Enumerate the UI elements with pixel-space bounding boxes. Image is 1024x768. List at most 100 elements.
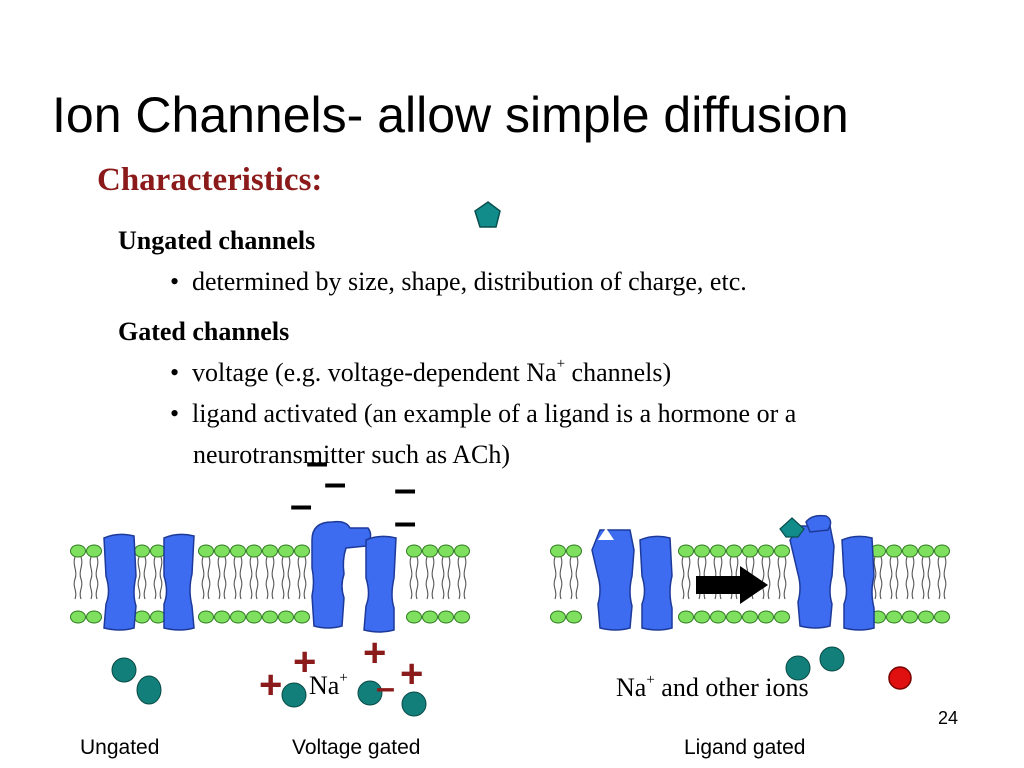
lipid-head	[694, 610, 710, 624]
ungated-channels-heading: Ungated channels	[118, 226, 316, 255]
page-number: 24	[938, 708, 959, 728]
lipid-head	[710, 610, 726, 624]
ligand-bullet-text: ligand activated (an example of a ligand…	[192, 399, 797, 428]
lipid-head	[134, 544, 150, 558]
ion-ball	[281, 682, 307, 708]
lipid-tails	[297, 556, 307, 600]
lipid-tails	[553, 556, 563, 600]
lipid-head	[214, 610, 230, 624]
lipid-tails	[265, 556, 275, 600]
sodium-text: Na	[616, 673, 647, 702]
lipid-head	[550, 544, 566, 558]
lipid-head	[726, 544, 742, 558]
voltage-channel-left-protein	[311, 520, 372, 629]
lipid-tails	[409, 556, 419, 600]
voltage-bullet-text-end: channels)	[565, 358, 672, 387]
negative-charge-sign: –	[306, 440, 329, 484]
lipid-head	[710, 544, 726, 558]
lipid-head	[262, 544, 278, 558]
voltage-bullet-text: voltage (e.g. voltage-dependent Na	[192, 358, 557, 387]
lipid-head	[454, 544, 470, 558]
lipid-tails	[873, 556, 883, 600]
lipid-head	[70, 544, 86, 558]
lipid-tails	[889, 556, 899, 600]
positive-charge-sign: +	[400, 652, 424, 696]
lipid-head	[694, 544, 710, 558]
right-membrane	[550, 544, 950, 624]
positive-charge-sign: +	[293, 640, 317, 684]
lipid-tails	[921, 556, 931, 600]
characteristics-subtitle: Characteristics:	[97, 162, 323, 198]
lipid-head	[934, 544, 950, 558]
lipid-tails	[761, 556, 771, 600]
lipid-head	[918, 544, 934, 558]
ligand-open-channel-left-protein	[789, 525, 835, 629]
lipid-head	[278, 610, 294, 624]
lipid-head	[86, 610, 102, 624]
lipid-head	[230, 544, 246, 558]
lipid-head	[902, 544, 918, 558]
lipid-head	[550, 610, 566, 624]
lipid-head	[246, 544, 262, 558]
ligand-bullet: • ligand activated (an example of a ligan…	[170, 399, 796, 429]
ligand-open-channel-right-protein	[841, 535, 875, 631]
lipid-head	[934, 610, 950, 624]
caption-voltage-gated: Voltage gated	[292, 736, 421, 759]
lipid-head	[438, 544, 454, 558]
sodium-superscript: +	[339, 670, 348, 686]
lipid-head	[294, 544, 310, 558]
positive-charge-sign: +	[259, 663, 283, 707]
caption-ungated: Ungated	[80, 736, 160, 759]
lipid-head	[134, 610, 150, 624]
lipid-tails	[137, 556, 147, 600]
lipid-head	[742, 544, 758, 558]
ion-ball	[357, 680, 383, 706]
ion-ball	[819, 646, 845, 672]
sodium-ion-label: Na+	[309, 670, 348, 701]
bullet-dot: •	[170, 358, 180, 387]
ungated-channel-right-protein	[163, 533, 195, 631]
lipid-head	[86, 544, 102, 558]
ligand-closed-channel-right-protein	[639, 535, 673, 631]
ligand-closed-channel-left-protein	[591, 529, 635, 631]
ligand-binding-site-icon	[598, 528, 614, 540]
ion-ball	[111, 657, 137, 683]
bound-ligand-icon	[779, 517, 805, 538]
lipid-tails	[201, 556, 211, 600]
lipid-head	[262, 610, 278, 624]
negative-charge-sign: –	[290, 483, 313, 527]
lipid-head	[246, 610, 262, 624]
lipid-head	[774, 544, 790, 558]
bullet-dot: •	[170, 399, 180, 428]
caption-ligand-gated: Ligand gated	[684, 736, 806, 759]
lipid-tails	[777, 556, 787, 600]
voltage-channel-right-protein	[363, 535, 397, 633]
ion-ball	[401, 691, 427, 717]
ion-ball	[136, 675, 162, 705]
lipid-tails	[457, 556, 467, 600]
slide-title: Ion Channels- allow simple diffusion	[52, 87, 849, 143]
lipid-head	[198, 544, 214, 558]
charge-sign-small: –	[376, 669, 395, 707]
lipid-head	[678, 610, 694, 624]
lipid-head	[678, 544, 694, 558]
lipid-head	[438, 610, 454, 624]
other-ion-red	[888, 666, 912, 690]
lipid-tails	[153, 556, 163, 600]
bullet-dot: •	[170, 267, 180, 296]
lipid-tails	[233, 556, 243, 600]
lipid-head	[422, 610, 438, 624]
lipid-tails	[905, 556, 915, 600]
lipid-tails	[937, 556, 947, 600]
lipid-head	[758, 544, 774, 558]
lipid-tails	[281, 556, 291, 600]
sodium-superscript: +	[646, 672, 655, 688]
lipid-tails	[441, 556, 451, 600]
lipid-tails	[681, 556, 691, 600]
ungated-bullet: •determined by size, shape, distribution…	[170, 267, 747, 297]
gated-channels-heading: Gated channels	[118, 317, 290, 346]
lipid-tails	[73, 556, 83, 600]
lipid-head	[758, 610, 774, 624]
ligand-pentagon-icon	[474, 201, 501, 228]
ligand-open-channel-top-cap	[805, 514, 832, 533]
